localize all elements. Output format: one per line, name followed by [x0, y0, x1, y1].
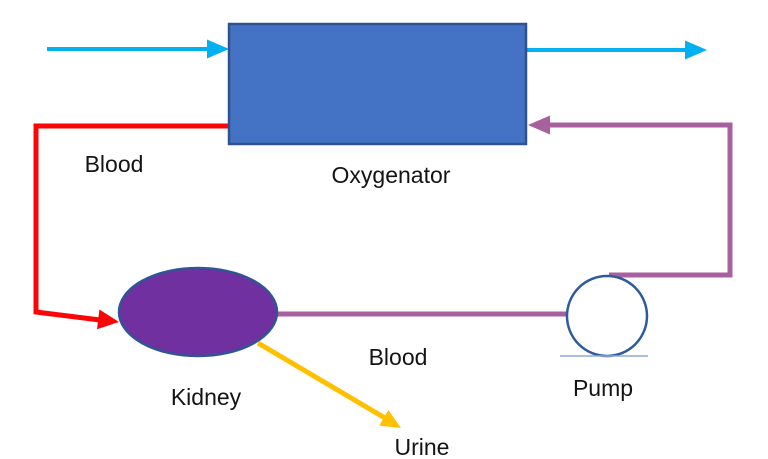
blood-red-arrowhead-icon	[97, 309, 119, 330]
gas-outflow-arrowhead-icon	[685, 40, 707, 60]
pump-label: Pump	[573, 375, 633, 401]
oxygenator-box	[227, 22, 528, 146]
gas-inflow-arrowhead-icon	[207, 39, 229, 59]
urine-label: Urine	[395, 434, 450, 459]
blood-purple-arrowhead-left-icon	[528, 115, 550, 135]
blood-line-pump-to-oxygenator	[549, 122, 733, 278]
urine-arrowhead-icon	[379, 410, 401, 428]
oxygenator-label: Oxygenator	[332, 162, 451, 188]
blood-label-lower: Blood	[369, 344, 428, 370]
blood-label-upper: Blood	[85, 151, 144, 177]
urine-arrow-line	[256, 340, 387, 421]
kidney-label: Kidney	[171, 384, 242, 410]
blood-line-oxygenator-to-kidney	[33, 123, 229, 323]
kidney-ellipse	[117, 266, 279, 358]
pump-circle	[565, 274, 649, 358]
